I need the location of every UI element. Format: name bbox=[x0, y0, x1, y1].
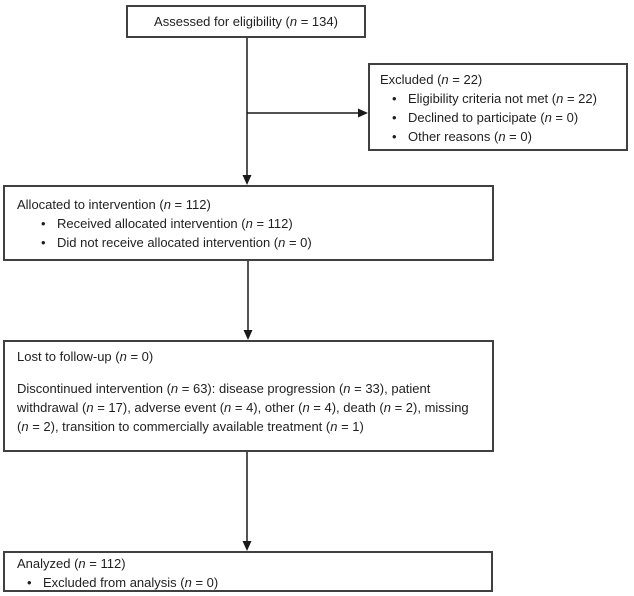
bullet-icon: • bbox=[392, 129, 397, 144]
list-item-text: Excluded from analysis (n = 0) bbox=[43, 575, 219, 590]
excluded-title: Excluded (n = 22) bbox=[380, 72, 483, 87]
analyzed-title: Analyzed (n = 112) bbox=[17, 556, 126, 571]
arrow-allocated-to-followup bbox=[243, 261, 253, 340]
list-item-text: Eligibility criteria not met (n = 22) bbox=[408, 91, 597, 106]
box-allocated: Allocated to intervention (n = 112) • Re… bbox=[3, 185, 494, 261]
list-item-text: Declined to participate (n = 0) bbox=[408, 110, 579, 125]
list-item: • Excluded from analysis (n = 0) bbox=[17, 573, 481, 592]
analyzed-details-list: • Excluded from analysis (n = 0) bbox=[17, 573, 481, 592]
bullet-icon: • bbox=[27, 575, 32, 590]
list-item: • Eligibility criteria not met (n = 22) bbox=[380, 89, 618, 108]
list-item: • Declined to participate (n = 0) bbox=[380, 108, 618, 127]
followup-line1: Lost to follow-up (n = 0) bbox=[17, 349, 154, 364]
box-analyzed: Analyzed (n = 112) • Excluded from analy… bbox=[3, 551, 493, 592]
allocated-title: Allocated to intervention (n = 112) bbox=[17, 197, 211, 212]
bullet-icon: • bbox=[41, 235, 46, 250]
box-lost-to-followup: Lost to follow-up (n = 0) Discontinued i… bbox=[3, 340, 494, 452]
arrow-assessed-to-excluded bbox=[247, 108, 368, 118]
arrow-assessed-to-allocated bbox=[242, 38, 252, 185]
allocated-details-list: • Received allocated intervention (n = 1… bbox=[17, 214, 482, 252]
list-item-text: Other reasons (n = 0) bbox=[408, 129, 532, 144]
list-item: • Other reasons (n = 0) bbox=[380, 127, 618, 146]
list-item-text: Received allocated intervention (n = 112… bbox=[57, 216, 293, 231]
bullet-icon: • bbox=[392, 91, 397, 106]
list-item: • Did not receive allocated intervention… bbox=[17, 233, 482, 252]
bullet-icon: • bbox=[41, 216, 46, 231]
list-item-text: Did not receive allocated intervention (… bbox=[57, 235, 312, 250]
arrow-followup-to-analyzed bbox=[242, 452, 252, 551]
box-excluded: Excluded (n = 22) • Eligibility criteria… bbox=[368, 63, 628, 151]
box-assessed-eligibility: Assessed for eligibility (n = 134) bbox=[126, 5, 366, 38]
list-item: • Received allocated intervention (n = 1… bbox=[17, 214, 482, 233]
excluded-reasons-list: • Eligibility criteria not met (n = 22) … bbox=[380, 89, 618, 146]
bullet-icon: • bbox=[392, 110, 397, 125]
followup-line2: Discontinued intervention (n = 63): dise… bbox=[17, 381, 469, 434]
assessed-text: Assessed for eligibility (n = 134) bbox=[154, 14, 338, 29]
